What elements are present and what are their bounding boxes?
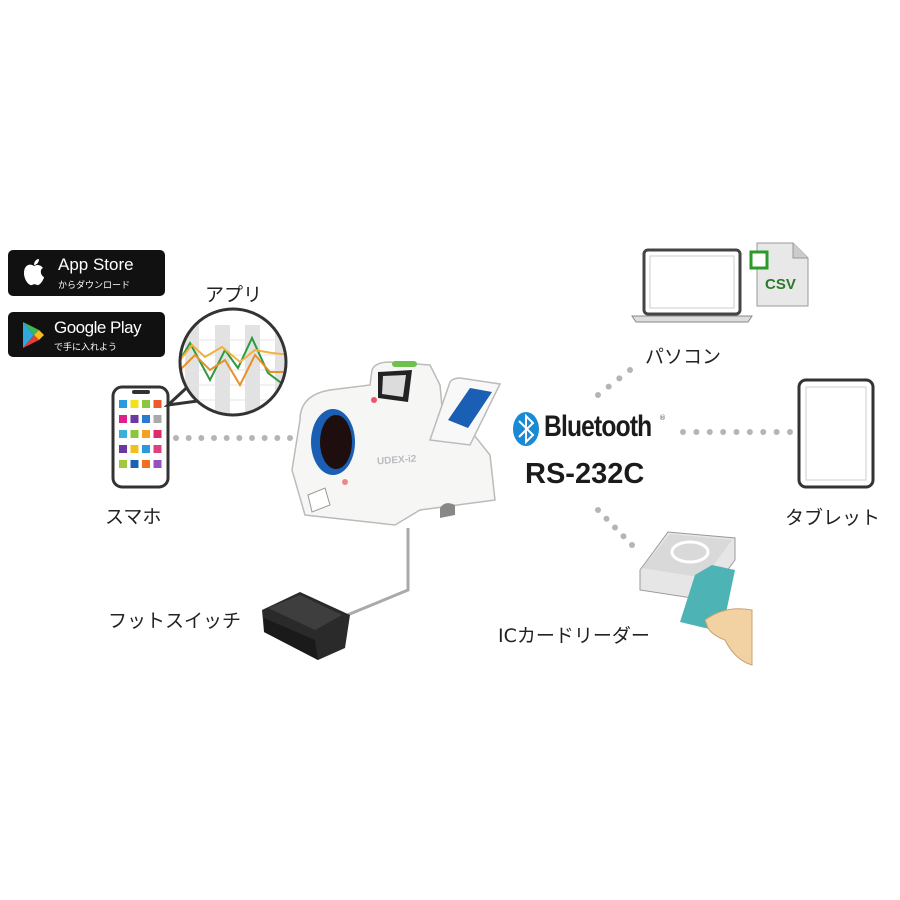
app-tile <box>142 445 150 453</box>
connector-dot <box>733 429 740 435</box>
connector-dot <box>629 542 635 548</box>
connector-dot <box>627 367 633 373</box>
connector-dot <box>198 435 205 441</box>
rs232c-label: RS-232C <box>525 458 645 490</box>
foot-switch-cable <box>339 528 410 620</box>
connector-dot <box>173 435 179 441</box>
app-store-title: App Store <box>58 255 134 274</box>
bluetooth-icon <box>513 412 539 446</box>
app-tile <box>119 445 127 453</box>
smartphone-icon <box>111 385 170 489</box>
connector-dot <box>287 435 293 441</box>
connector-dot <box>787 429 793 435</box>
connector-dot <box>274 435 281 441</box>
dotted-connectors <box>173 367 793 548</box>
google-play-badge[interactable]: Google Play で手に入れよう <box>8 312 165 357</box>
connector-dot <box>680 429 686 435</box>
apple-icon <box>24 259 44 286</box>
connector-dot <box>595 507 601 513</box>
connector-dot <box>595 392 601 398</box>
connector-dot <box>706 429 713 435</box>
app-tile <box>119 400 127 408</box>
label-app: アプリ <box>205 284 263 306</box>
app-store-subtitle: からダウンロード <box>58 281 131 291</box>
app-chart-magnifier <box>163 307 288 417</box>
app-tile <box>119 415 127 423</box>
label-foot-switch: フットスイッチ <box>108 610 242 632</box>
registered-mark: ® <box>659 414 666 422</box>
google-play-subtitle: で手に入れよう <box>54 343 118 353</box>
ic-card-reader-icon <box>639 531 753 666</box>
connector-dot <box>616 375 623 382</box>
foot-switch-icon <box>262 592 350 660</box>
bluetooth-wordmark: Bluetooth <box>544 410 652 443</box>
app-tile <box>130 400 139 408</box>
connector-dot <box>236 435 243 441</box>
app-tile <box>142 415 150 423</box>
app-tile <box>153 445 162 453</box>
connector-dot <box>185 435 192 441</box>
app-tile <box>130 460 139 468</box>
app-tile <box>142 430 150 438</box>
csv-file-icon <box>749 242 809 307</box>
connector-dot <box>603 515 610 522</box>
app-tile <box>142 460 150 468</box>
app-tile <box>119 460 127 468</box>
label-tablet: タブレット <box>785 507 881 529</box>
connector-dot <box>223 435 230 441</box>
connector-dot <box>249 435 255 441</box>
connector-dot <box>620 533 627 540</box>
app-tile <box>153 415 162 423</box>
connector-dot <box>720 429 727 435</box>
connector-dot <box>605 383 612 390</box>
udex-i2-device <box>291 361 502 526</box>
app-tile <box>153 460 162 468</box>
tablet-icon <box>797 378 875 489</box>
label-smartphone: スマホ <box>105 506 162 528</box>
connector-dot <box>612 524 618 531</box>
connector-dot <box>693 429 700 435</box>
app-tile <box>130 430 139 438</box>
laptop-icon <box>631 248 753 323</box>
app-tile <box>130 445 139 453</box>
label-ic-card-reader: ICカードリーダー <box>498 625 650 647</box>
app-store-badge[interactable]: App Store からダウンロード <box>8 250 165 296</box>
app-tile <box>119 430 127 438</box>
label-pc: パソコン <box>645 346 722 368</box>
connector-dot <box>211 435 217 441</box>
csv-label: CSV <box>765 276 796 293</box>
connector-dot <box>760 429 767 435</box>
app-tile <box>153 430 162 438</box>
connector-dot <box>773 429 780 435</box>
connector-dot <box>746 429 753 435</box>
app-tile <box>142 400 150 408</box>
google-play-title: Google Play <box>54 318 142 337</box>
connector-dot <box>261 435 268 441</box>
app-tile <box>153 400 162 408</box>
google-play-icon <box>23 322 44 348</box>
app-tile <box>130 415 139 423</box>
